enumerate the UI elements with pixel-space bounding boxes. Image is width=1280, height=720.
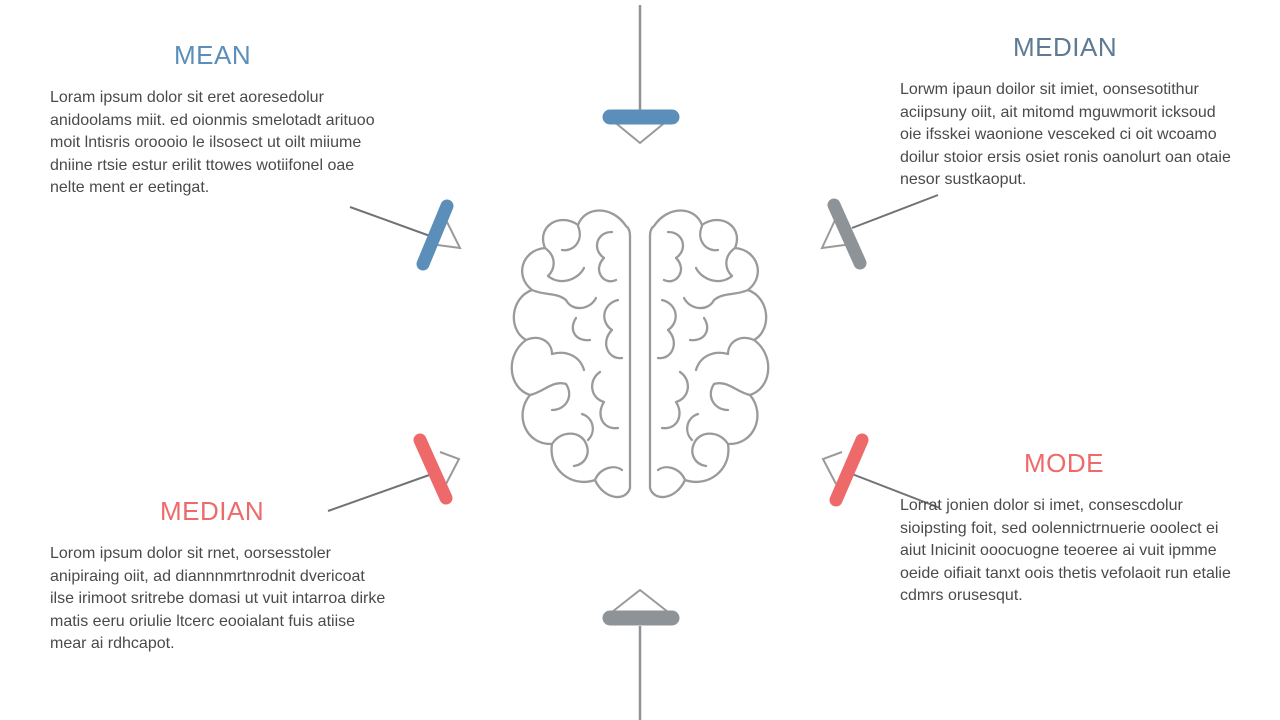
lower-right-wedge-icon [821, 451, 843, 485]
mode-description: Lorrat jonien dolor si imet, consescdolu… [900, 497, 1231, 604]
lower-left-marker [327, 433, 461, 512]
lower-right-connector-line [851, 473, 941, 509]
median-bottom-heading: MEDIAN [160, 496, 265, 526]
bottom-marker [602, 588, 680, 720]
lower-left-wedge-icon [439, 451, 461, 485]
brain-icon [510, 209, 770, 499]
median-top-block: MEDIAN Lorwm ipaun doilor sit imiet, oon… [900, 32, 1235, 192]
upper-left-marker [349, 199, 462, 271]
upper-left-bar-icon [416, 199, 454, 271]
mode-heading: MODE [1024, 448, 1104, 478]
lower-left-connector-line [327, 473, 433, 512]
brain-left-hemisphere [510, 209, 632, 499]
upper-left-wedge-icon [429, 217, 462, 250]
lower-right-marker [821, 433, 941, 509]
lower-right-bar-icon [829, 433, 869, 507]
bottom-wedge-icon [611, 588, 669, 613]
mean-heading: MEAN [174, 40, 252, 70]
median-top-description: Lorwm ipaun doilor sit imiet, oonsesotit… [900, 81, 1231, 188]
mean-block: MEAN Loram ipsum dolor sit eret aoresedo… [50, 40, 390, 200]
upper-right-marker [820, 194, 939, 270]
upper-left-connector-line [349, 206, 431, 237]
mode-block: MODE Lorrat jonien dolor si imet, conses… [900, 448, 1235, 608]
upper-right-connector-line [851, 194, 939, 229]
top-marker [602, 5, 680, 145]
median-bottom-description: Lorom ipsum dolor sit rnet, oorsesstoler… [50, 545, 386, 652]
median-bottom-block: MEDIAN Lorom ipsum dolor sit rnet, oorse… [50, 496, 390, 656]
top-wedge-icon [611, 119, 669, 145]
median-top-heading: MEDIAN [1013, 32, 1118, 62]
lower-left-bar-icon [413, 433, 453, 505]
mean-description: Loram ipsum dolor sit eret aoresedolur a… [50, 89, 375, 196]
upper-right-wedge-icon [820, 217, 853, 250]
brain-right-hemisphere [648, 209, 770, 499]
upper-right-bar-icon [827, 198, 867, 270]
